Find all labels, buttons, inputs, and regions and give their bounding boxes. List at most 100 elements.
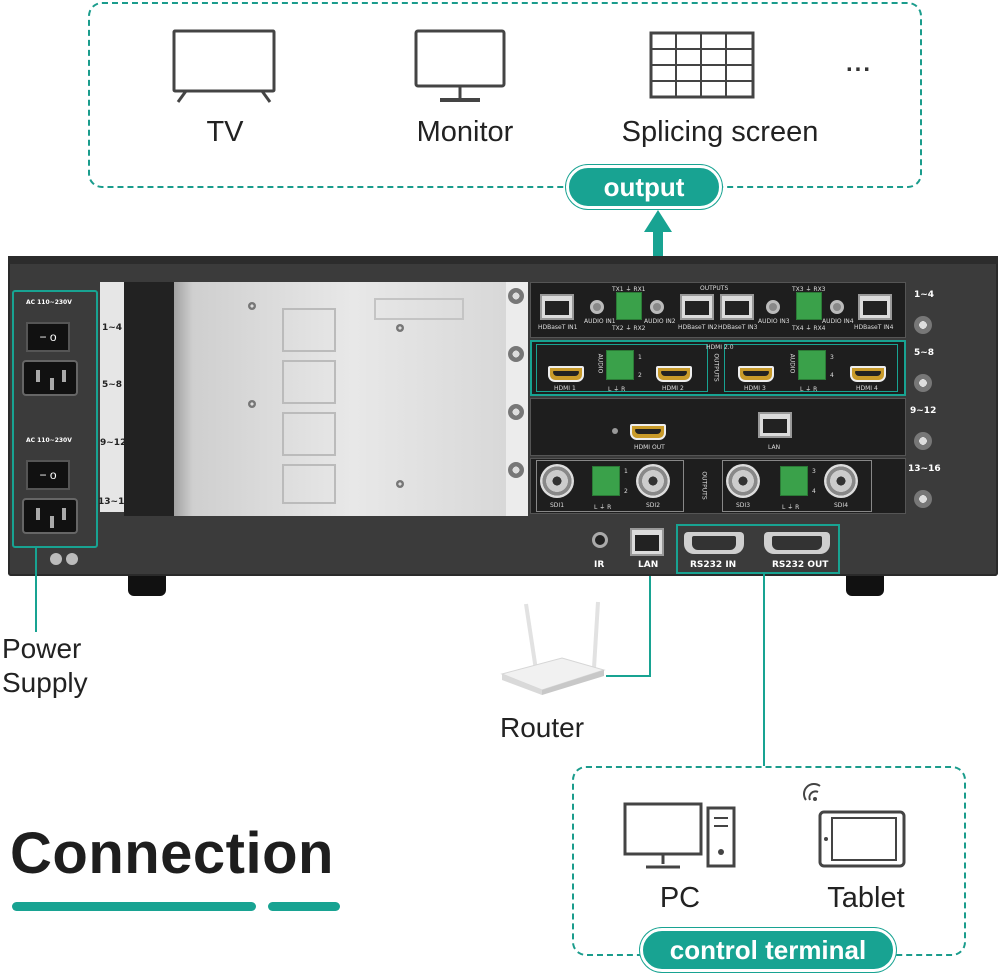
page-title: Connection (10, 821, 334, 886)
output-slot-label-4: 13~16 (908, 464, 941, 474)
bay-bracket (374, 298, 464, 320)
sdi-pin-label-4: 4 (812, 488, 816, 495)
control-terminal-badge: control terminal (640, 928, 896, 972)
sdi2-port[interactable] (636, 464, 670, 498)
tx-rx-terminal-2[interactable] (796, 292, 822, 320)
hdmi-output-group-2 (724, 344, 898, 392)
tx-rx-bottom-label-2: TX4 ⏚ RX4 (792, 325, 826, 332)
audio-in3-label: AUDIO IN3 (758, 318, 790, 325)
empty-card-bay (124, 282, 506, 516)
lr-label-2: L ⏚ R (800, 386, 818, 393)
rs232-out-port[interactable] (764, 532, 830, 554)
ir-port[interactable] (592, 532, 608, 548)
tv-label: TV (206, 116, 244, 148)
hdmi1-port[interactable] (548, 366, 584, 382)
sdi1-port[interactable] (540, 464, 574, 498)
sdi3-label: SDI3 (736, 502, 751, 509)
power-switch-1[interactable]: − o (26, 322, 70, 352)
power-socket-2[interactable] (22, 498, 78, 534)
card-screw (508, 288, 524, 304)
sdi-pin-label-1: 1 (624, 468, 628, 475)
sdi-lr-label-2: L ⏚ R (782, 504, 800, 511)
hdbaset-in3-port[interactable] (720, 294, 754, 320)
audio-in1-label: AUDIO IN1 (584, 318, 616, 325)
hdbaset-in1-port[interactable] (540, 294, 574, 320)
chassis-top-rail (8, 256, 998, 264)
audio-in1-jack[interactable] (590, 300, 604, 314)
input-slot-label-3: 9~12 (100, 438, 127, 448)
output-slot-label-3: 9~12 (910, 406, 937, 416)
hdbaset-in2-label: HDBaseT IN2 (678, 324, 718, 331)
hdmi-output-card (530, 340, 906, 396)
power-switch-2[interactable]: − o (26, 460, 70, 490)
output-card-screw (914, 432, 932, 450)
lr-label-1: L ⏚ R (608, 386, 626, 393)
sdi-audio-terminal-1[interactable] (592, 466, 620, 496)
audio-terminal-1[interactable] (606, 350, 634, 380)
title-underline-long (12, 902, 256, 911)
hdmi-version-tag: HDMI 2.0 (706, 344, 734, 351)
hdbaset-in2-port[interactable] (680, 294, 714, 320)
tx-rx-bottom-label-1: TX2 ⏚ RX2 (612, 325, 646, 332)
card-lan-port[interactable] (758, 412, 792, 438)
pc-label: PC (659, 882, 701, 914)
power-rating-2: AC 110~230V (26, 437, 72, 444)
audio-in2-label: AUDIO IN2 (644, 318, 676, 325)
bay-screw (248, 302, 256, 310)
card-screw (508, 404, 524, 420)
hdmi3-port[interactable] (738, 366, 774, 382)
sdi-audio-terminal-2[interactable] (780, 466, 808, 496)
chassis-foot-right (846, 576, 884, 596)
pc-icon (623, 802, 736, 869)
card3-indicator (612, 428, 618, 434)
audio-in2-jack[interactable] (650, 300, 664, 314)
input-slot-label-1: 1~4 (102, 323, 123, 333)
rs232-highlight (676, 524, 840, 574)
audio-terminal-2[interactable] (798, 350, 826, 380)
rs232-out-label: RS232 OUT (772, 560, 829, 570)
monitor-label: Monitor (416, 116, 514, 148)
audio-in4-jack[interactable] (830, 300, 844, 314)
sdi-pin-label-3: 3 (812, 468, 816, 475)
sdi3-port[interactable] (726, 464, 760, 498)
rs232-in-label: RS232 IN (690, 560, 737, 570)
card-screw-column (506, 282, 528, 516)
hdmi4-port[interactable] (850, 366, 886, 382)
power-supply-highlight (12, 290, 98, 548)
bay-rail (124, 282, 174, 516)
rs232-in-port[interactable] (684, 532, 744, 554)
pin-label-1: 1 (638, 354, 642, 361)
sdi-group-1 (536, 460, 684, 512)
control-card (530, 398, 906, 456)
audio-in3-jack[interactable] (766, 300, 780, 314)
hdbaset-in4-port[interactable] (858, 294, 892, 320)
tablet-icon (803, 783, 906, 868)
hdmi3-label: HDMI 3 (744, 385, 766, 392)
tx-rx-top-label-1: TX1 ⏚ RX1 (612, 286, 646, 293)
hdmi1-label: HDMI 1 (554, 385, 576, 392)
pin-label-3: 3 (830, 354, 834, 361)
bay-screw (396, 480, 404, 488)
hdmi2-port[interactable] (656, 366, 692, 382)
sdi2-label: SDI2 (646, 502, 661, 509)
input-slot-label-2: 5~8 (102, 380, 123, 390)
card-screw (508, 346, 524, 362)
output-card-screw (914, 490, 932, 508)
power-socket-1[interactable] (22, 360, 78, 396)
tx-rx-terminal-1[interactable] (616, 292, 642, 320)
lan-port[interactable] (630, 528, 664, 556)
card1-outputs-title: OUTPUTS (700, 285, 729, 292)
sdi-group-2 (722, 460, 872, 512)
bay-screw (396, 324, 404, 332)
hdmi-out-port[interactable] (630, 424, 666, 440)
ground-icon (66, 553, 78, 565)
output-badge: output (566, 165, 722, 209)
pin-label-2: 2 (638, 372, 642, 379)
ir-label: IR (594, 560, 605, 570)
chassis-foot-left (128, 576, 166, 596)
sdi4-port[interactable] (824, 464, 858, 498)
router-label: Router (500, 712, 585, 743)
pin-label-4: 4 (830, 372, 834, 379)
tx-rx-top-label-2: TX3 ⏚ RX3 (792, 286, 826, 293)
